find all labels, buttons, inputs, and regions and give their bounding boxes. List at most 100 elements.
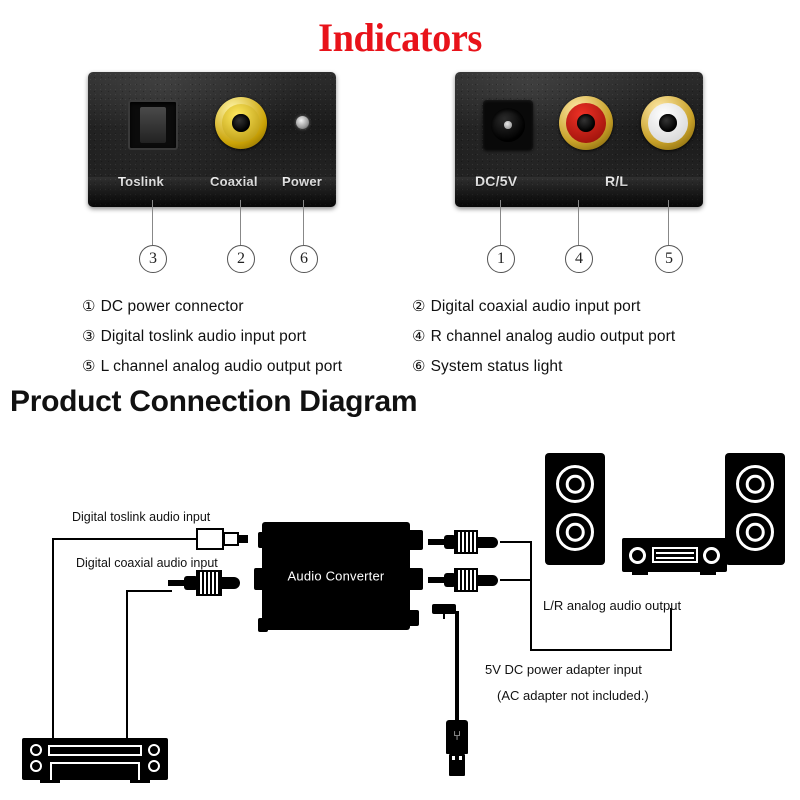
rca-plug-tail: [168, 580, 186, 586]
label-coaxial-input: Digital coaxial audio input: [76, 556, 218, 570]
amp-knob-left: [629, 547, 646, 564]
source-player-unit: [22, 738, 168, 780]
legend-num-6: ⑥: [412, 359, 426, 375]
legend-num-5: ⑤: [82, 359, 96, 375]
panel-texture: [88, 72, 336, 207]
source-disc-slot: [48, 745, 142, 756]
rca-out-bot-barrel: [444, 573, 456, 587]
rca-plug-barrel: [184, 576, 198, 590]
panel-label-rl: R/L: [605, 173, 629, 189]
legend-text-5: L channel analog audio output port: [100, 358, 343, 375]
rca-out-top-tail: [428, 539, 446, 545]
legend-num-2: ②: [412, 299, 426, 315]
output-rca-plug-top: [428, 530, 506, 554]
usb-contact-1: [452, 756, 455, 760]
panel-label-coaxial: Coaxial: [210, 174, 258, 189]
panel-label-power: Power: [282, 174, 323, 189]
wire-out-top-h: [500, 541, 532, 543]
panel-face-right: DC/5V R/L: [455, 72, 703, 207]
wire-out-bottom-h: [500, 579, 532, 581]
output-rca-plug-bottom: [428, 568, 506, 592]
speaker-right: [725, 453, 785, 565]
coaxial-rca-plug-icon: [168, 570, 246, 596]
leader-line-1: [500, 200, 501, 245]
rca-out-top-grip: [454, 530, 478, 554]
section-heading: Product Connection Diagram: [10, 385, 418, 418]
leader-line-2: [240, 200, 241, 245]
source-knob-top-right: [148, 744, 160, 756]
legend-num-3: ③: [82, 329, 96, 345]
legend-num-1: ①: [82, 299, 96, 315]
amp-foot-right: [700, 572, 716, 575]
callout-3: 3: [139, 245, 167, 273]
toslink-plug-body: [196, 528, 224, 550]
leader-line-5: [668, 200, 669, 245]
wire-coaxial-v: [126, 590, 128, 738]
usb-symbol-icon: ⑂: [453, 728, 461, 743]
amp-slot-line-1: [656, 552, 694, 554]
toslink-plug-nose: [238, 535, 248, 543]
callout-4: 4: [565, 245, 593, 273]
rca-plug-grip: [196, 570, 222, 596]
left-channel-rca-jack: [641, 96, 695, 150]
source-knob-top-left: [30, 744, 42, 756]
rca-out-top-tip: [476, 537, 498, 548]
source-knob-bottom-right: [148, 760, 160, 772]
input-panel-photo: Toslink Coaxial Power: [88, 72, 336, 207]
rca-out-top-barrel: [444, 535, 456, 549]
toslink-shutter: [140, 106, 166, 144]
panel-label-dc5v: DC/5V: [475, 173, 518, 189]
wire-out-v: [530, 541, 532, 651]
page-title: Indicators: [318, 15, 482, 60]
leader-line-3: [152, 200, 153, 245]
wire-coaxial-h: [126, 590, 172, 592]
source-foot-right: [130, 780, 150, 783]
right-channel-rca-jack: [559, 96, 613, 150]
usb-plug-icon: ⑂: [442, 720, 472, 782]
legend-text-2: Digital coaxial audio input port: [430, 298, 641, 315]
callout-1: 1: [487, 245, 515, 273]
wire-amp-v: [670, 608, 672, 651]
toslink-port: [128, 100, 178, 150]
legend-text-1: DC power connector: [100, 298, 244, 315]
coaxial-jack-ring: [221, 103, 261, 143]
power-led: [296, 116, 309, 129]
panel-face: Toslink Coaxial Power: [88, 72, 336, 207]
callout-6: 6: [290, 245, 318, 273]
legend-text-3: Digital toslink audio input port: [100, 328, 307, 345]
speaker-left-tweeter: [556, 465, 594, 503]
wire-out-to-amp-h: [530, 649, 672, 651]
dc-jack-barrel: [491, 108, 525, 142]
amp-display-slot: [652, 547, 698, 563]
rca-out-bot-tail: [428, 577, 446, 583]
toslink-plug-neck: [223, 532, 239, 546]
legend-text-6: System status light: [430, 358, 563, 375]
source-knob-bottom-left: [30, 760, 42, 772]
callout-5: 5: [655, 245, 683, 273]
coaxial-jack-hole: [232, 114, 250, 132]
source-tray: [50, 762, 140, 780]
label-analog-output: L/R analog audio output: [543, 598, 682, 613]
amplifier-unit: [622, 538, 727, 572]
speaker-right-tweeter: [736, 465, 774, 503]
audio-converter-box: Audio Converter: [262, 522, 410, 630]
right-jack-ring: [566, 103, 606, 143]
source-foot-left: [40, 780, 60, 783]
wire-power-v: [455, 611, 459, 721]
speaker-left: [545, 453, 605, 565]
coaxial-rca-jack: [215, 97, 267, 149]
dc-power-jack: [483, 100, 533, 150]
dc-jack-pin: [504, 121, 512, 129]
panel-label-toslink: Toslink: [118, 174, 164, 189]
left-jack-hole: [658, 113, 678, 133]
rca-plug-tip: [220, 577, 240, 589]
amp-foot-left: [632, 572, 648, 575]
speaker-left-woofer: [556, 513, 594, 551]
rca-out-bot-grip: [454, 568, 478, 592]
wire-power-stub: [443, 611, 445, 619]
label-toslink-input: Digital toslink audio input: [72, 510, 211, 524]
legend-text-4: R channel analog audio output port: [430, 328, 676, 345]
